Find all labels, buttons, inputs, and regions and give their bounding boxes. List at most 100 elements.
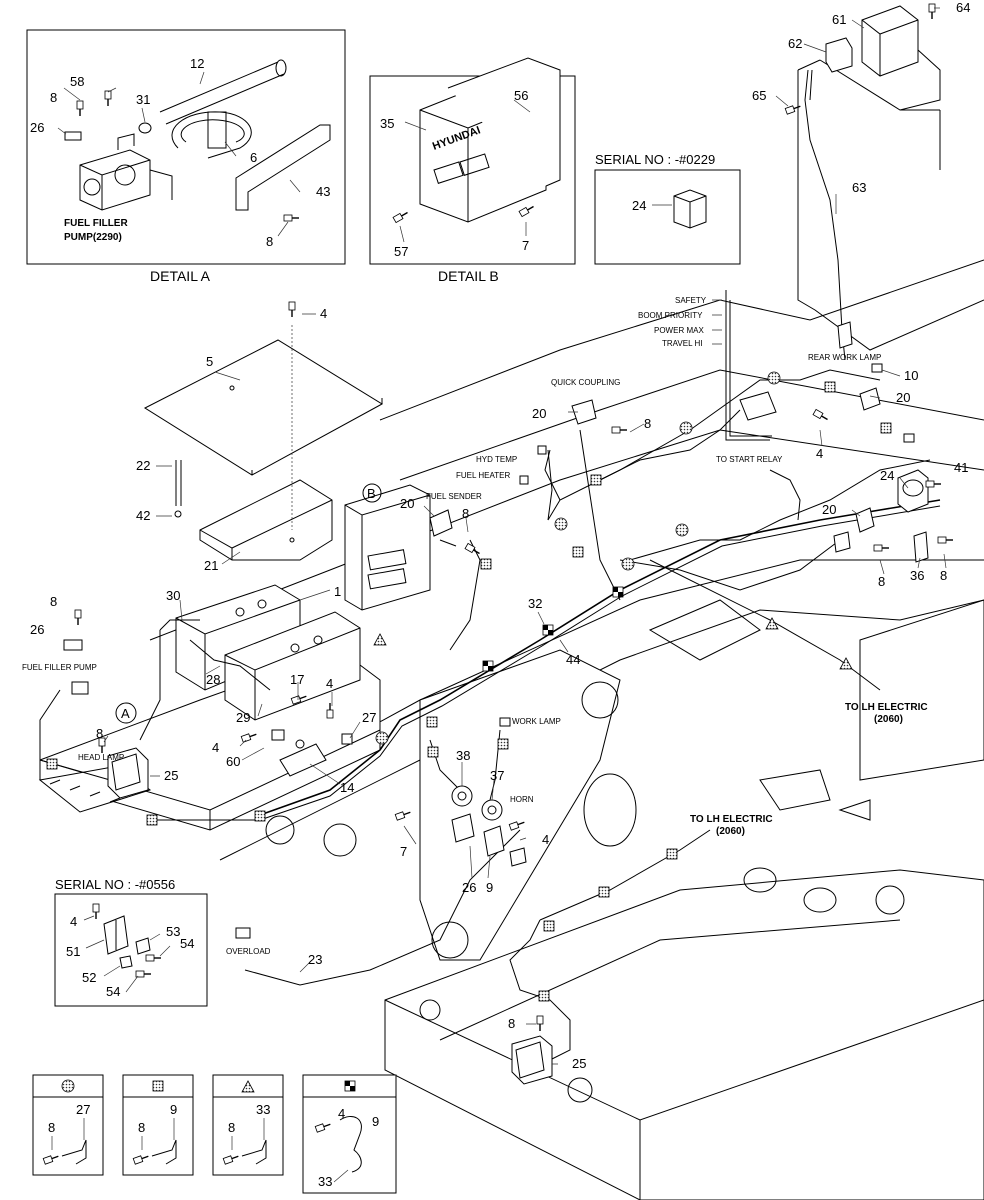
serial-top-box: 24 — [594, 169, 741, 265]
label-to-lh-electric-1: TO LH ELECTRIC — [845, 702, 928, 713]
callout-44: 44 — [566, 652, 580, 667]
callout-24: 24 — [880, 468, 894, 483]
detail-a-caption: DETAIL A — [150, 268, 211, 284]
callout-8-lamp2: 8 — [508, 1016, 515, 1031]
legend-dotted-square: 9 8 — [122, 1074, 194, 1176]
callout-1: 1 — [334, 584, 341, 599]
callout-21: 21 — [204, 558, 218, 573]
controller-b: B — [344, 483, 431, 611]
callout-23: 23 — [308, 952, 322, 967]
callout-8-pump: 8 — [50, 594, 57, 609]
callout-8-sender: 8 — [462, 506, 469, 521]
detail-b-box: HYUNDAI 35 56 57 7 — [369, 57, 576, 265]
callout-65: 65 — [752, 88, 766, 103]
legend-checker-square: 4 9 33 — [302, 1074, 397, 1194]
callout-4-clamp: 4 — [212, 740, 219, 755]
legend: 27 8 9 8 33 8 — [32, 1074, 397, 1194]
callout-58: 58 — [70, 74, 84, 89]
callout-38: 38 — [456, 748, 470, 763]
callout-17: 17 — [290, 672, 304, 687]
callout-24-serial: 24 — [632, 198, 646, 213]
callout-64: 64 — [956, 0, 970, 15]
callout-42: 42 — [136, 508, 150, 523]
callout-28: 28 — [206, 672, 220, 687]
callout-60: 60 — [226, 754, 240, 769]
label-hyd-temp: HYD TEMP — [476, 455, 517, 464]
serial-callout-54b: 54 — [106, 984, 120, 999]
callout-32: 32 — [528, 596, 542, 611]
callout-63: 63 — [852, 180, 866, 195]
label-power-max: POWER MAX — [654, 326, 704, 335]
callout-62: 62 — [788, 36, 802, 51]
callout-7: 7 — [400, 844, 407, 859]
legend-2-part-a: 9 — [170, 1102, 177, 1117]
callout-37: 37 — [490, 768, 504, 783]
cover-plate — [143, 301, 383, 561]
legend-3-part-a: 33 — [256, 1102, 270, 1117]
serial-callout-54: 54 — [180, 936, 194, 951]
marker-a: A — [121, 706, 130, 721]
callout-57: 57 — [394, 244, 408, 259]
wire-labels: SAFETY BOOM PRIORITY POWER MAX TRAVEL HI… — [22, 296, 928, 956]
callout-41: 41 — [954, 460, 968, 475]
legend-dotted-triangle: 33 8 — [212, 1074, 284, 1176]
callout-7: 7 — [522, 238, 529, 253]
callout-61: 61 — [832, 12, 846, 27]
callout-30: 30 — [166, 588, 180, 603]
wire-harness — [39, 69, 941, 1061]
callout-4: 4 — [320, 306, 327, 321]
callout-25: 25 — [164, 768, 178, 783]
label-fuel-heater: FUEL HEATER — [456, 471, 510, 480]
marker-b: B — [367, 486, 376, 501]
fuel-filler-pump-label-2: PUMP(2290) — [64, 232, 122, 243]
callout-29: 29 — [236, 710, 250, 725]
legend-1-part-b: 8 — [48, 1120, 55, 1135]
serial-callout-52: 52 — [82, 970, 96, 985]
fuel-filler-pump-label-1: FUEL FILLER — [64, 218, 128, 229]
callout-4-horn: 4 — [542, 832, 549, 847]
callout-10: 10 — [904, 368, 918, 383]
label-rear-work-lamp: REAR WORK LAMP — [808, 353, 881, 362]
callout-31: 31 — [136, 92, 150, 107]
serial-callout-53: 53 — [166, 924, 180, 939]
label-fuel-sender: FUEL SENDER — [426, 492, 482, 501]
legend-4-part-a: 4 — [338, 1106, 345, 1121]
callout-8-right2: 8 — [878, 574, 885, 589]
callout-20-lamp: 20 — [896, 390, 910, 405]
callout-8-right: 8 — [940, 568, 947, 583]
callout-8b: 8 — [266, 234, 273, 249]
label-to-start-relay: TO START RELAY — [716, 455, 783, 464]
callout-36: 36 — [910, 568, 924, 583]
callouts: 4 5 22 42 21 30 1 8 26 28 17 4 29 27 4 6… — [30, 0, 970, 1071]
callout-14: 14 — [340, 780, 354, 795]
callout-12: 12 — [190, 56, 204, 71]
callout-5: 5 — [206, 354, 213, 369]
label-to-lh-electric-1-code: (2060) — [874, 714, 903, 725]
callout-20-sender: 20 — [400, 496, 414, 511]
label-to-lh-electric-2: TO LH ELECTRIC — [690, 814, 773, 825]
callout-26-horn: 26 — [462, 880, 476, 895]
callout-20-qc: 20 — [532, 406, 546, 421]
legend-4-part-c: 33 — [318, 1174, 332, 1189]
detail-b-caption: DETAIL B — [438, 268, 499, 284]
label-safety: SAFETY — [675, 296, 707, 305]
legend-4-part-b: 9 — [372, 1114, 379, 1129]
callout-4-right: 4 — [816, 446, 823, 461]
callout-8: 8 — [50, 90, 57, 105]
callout-35: 35 — [380, 116, 394, 131]
serial-top-label: SERIAL NO : -#0229 — [595, 152, 715, 167]
legend-3-part-b: 8 — [228, 1120, 235, 1135]
callout-27: 27 — [362, 710, 376, 725]
label-horn: HORN — [510, 795, 534, 804]
serial-callout-51: 51 — [66, 944, 80, 959]
callout-25-lower: 25 — [572, 1056, 586, 1071]
callout-9: 9 — [486, 880, 493, 895]
label-head-lamp: HEAD LAMP — [78, 753, 124, 762]
label-quick-coupling: QUICK COUPLING — [551, 378, 620, 387]
callout-4-battery: 4 — [326, 676, 333, 691]
detail-a-box: 12 58 31 8 26 6 43 8 FUEL FILLER PUMP(22… — [26, 29, 346, 265]
fuel-filler-pump — [79, 133, 173, 211]
callout-6: 6 — [250, 150, 257, 165]
label-fuel-filler-pump: FUEL FILLER PUMP — [22, 663, 97, 672]
